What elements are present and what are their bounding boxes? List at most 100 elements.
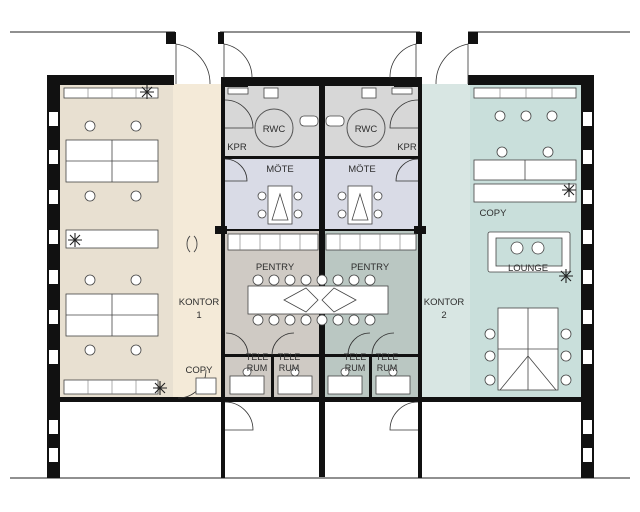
sink: [263, 87, 279, 99]
room-label-kpr-left: KPR: [227, 142, 247, 153]
door-swing-icon: [223, 43, 253, 79]
room-label-copy-right: COPY: [480, 208, 508, 219]
window: [49, 270, 58, 284]
toilet: [325, 115, 345, 127]
screen: [351, 192, 369, 221]
column: [166, 32, 176, 44]
chair-icon: [268, 274, 280, 286]
plant-icon: [559, 269, 573, 283]
chair-icon: [542, 146, 554, 158]
chair-icon: [332, 274, 344, 286]
kontor2-chairs: [484, 110, 572, 386]
door-swing-icon: [389, 43, 417, 79]
chair-icon: [252, 314, 264, 326]
turning-circle: [346, 108, 386, 148]
wall: [322, 229, 420, 231]
pantry-chairs: [252, 274, 376, 326]
plant-icon: [68, 233, 82, 247]
kitchen-counter: [227, 233, 319, 251]
chair-icon: [293, 191, 303, 201]
wall: [394, 84, 420, 87]
window: [583, 448, 592, 462]
chair-icon: [84, 190, 96, 202]
shelf: [473, 87, 577, 99]
room-label-pentry-left: PENTRY: [256, 262, 295, 273]
window: [583, 270, 592, 284]
chair-icon: [84, 344, 96, 356]
chair-icon: [290, 367, 300, 377]
wall: [222, 156, 320, 159]
pantry-furniture: [227, 233, 417, 326]
copy-machine: [195, 377, 217, 395]
plant-icon: [140, 85, 154, 99]
chair-icon: [340, 367, 350, 377]
wc-fixtures: [227, 87, 413, 148]
chair-icon: [284, 314, 296, 326]
window: [583, 150, 592, 164]
window: [49, 150, 58, 164]
door-swing-icon: [389, 99, 419, 129]
room-label-rwc-left: RWC: [263, 124, 286, 135]
chair-icon: [316, 274, 328, 286]
door-swing-icon: [175, 43, 211, 85]
window: [49, 190, 58, 204]
room-label-kontor1: KONTOR: [179, 297, 220, 308]
chair-icon: [560, 374, 572, 386]
room-label-telerum-1-line2: RUM: [247, 363, 268, 373]
chair-icon: [560, 328, 572, 340]
chair-icon: [293, 209, 303, 219]
wall: [581, 402, 594, 478]
kontor1-chairs: [84, 120, 142, 356]
door-swing-icon: [271, 332, 295, 356]
wall: [47, 75, 174, 85]
room-label-telerum-2-line2: RUM: [279, 363, 300, 373]
walls: [47, 32, 594, 478]
kontor2-furniture: [473, 87, 577, 391]
room-label-telerum-1: TELE: [246, 352, 269, 362]
window: [49, 350, 58, 364]
window: [49, 230, 58, 244]
column: [218, 32, 224, 44]
copy-counter: [473, 183, 577, 203]
door-swing-icon: [435, 43, 469, 85]
window: [583, 420, 592, 434]
door-swing-icon: [371, 332, 395, 356]
chair-icon: [300, 274, 312, 286]
person-icon: [186, 235, 198, 253]
chair-icon: [268, 314, 280, 326]
chair-icon: [257, 209, 267, 219]
window: [583, 310, 592, 324]
screen: [271, 192, 289, 221]
chair-icon: [130, 344, 142, 356]
room-label-telerum-3-line2: RUM: [345, 363, 366, 373]
chair-icon: [284, 274, 296, 286]
toilet: [299, 115, 319, 127]
window: [583, 230, 592, 244]
shelf: [391, 87, 413, 95]
wall: [47, 402, 60, 478]
door-swing-icon: [395, 158, 419, 182]
wall: [322, 156, 420, 159]
chair-icon: [252, 274, 264, 286]
window: [49, 112, 58, 126]
window: [49, 420, 58, 434]
wall: [369, 354, 372, 400]
kitchen-counter: [325, 233, 417, 251]
window: [583, 350, 592, 364]
wall: [468, 75, 594, 85]
chair-icon: [242, 367, 252, 377]
meeting-furniture: [257, 185, 383, 225]
room-label-kontor2: KONTOR: [424, 297, 465, 308]
wall: [222, 229, 320, 231]
wall: [221, 77, 225, 397]
chair-icon: [496, 146, 508, 158]
table-icon: [347, 185, 373, 225]
bench: [65, 229, 159, 249]
chair-icon: [130, 274, 142, 286]
chair-icon: [373, 191, 383, 201]
kontor2-corridor-zone: [420, 84, 470, 398]
room-label-telerum-2: TELE: [278, 352, 301, 362]
window: [583, 112, 592, 126]
phone-desk: [327, 375, 363, 395]
room-label-copy-left: COPY: [186, 365, 214, 376]
